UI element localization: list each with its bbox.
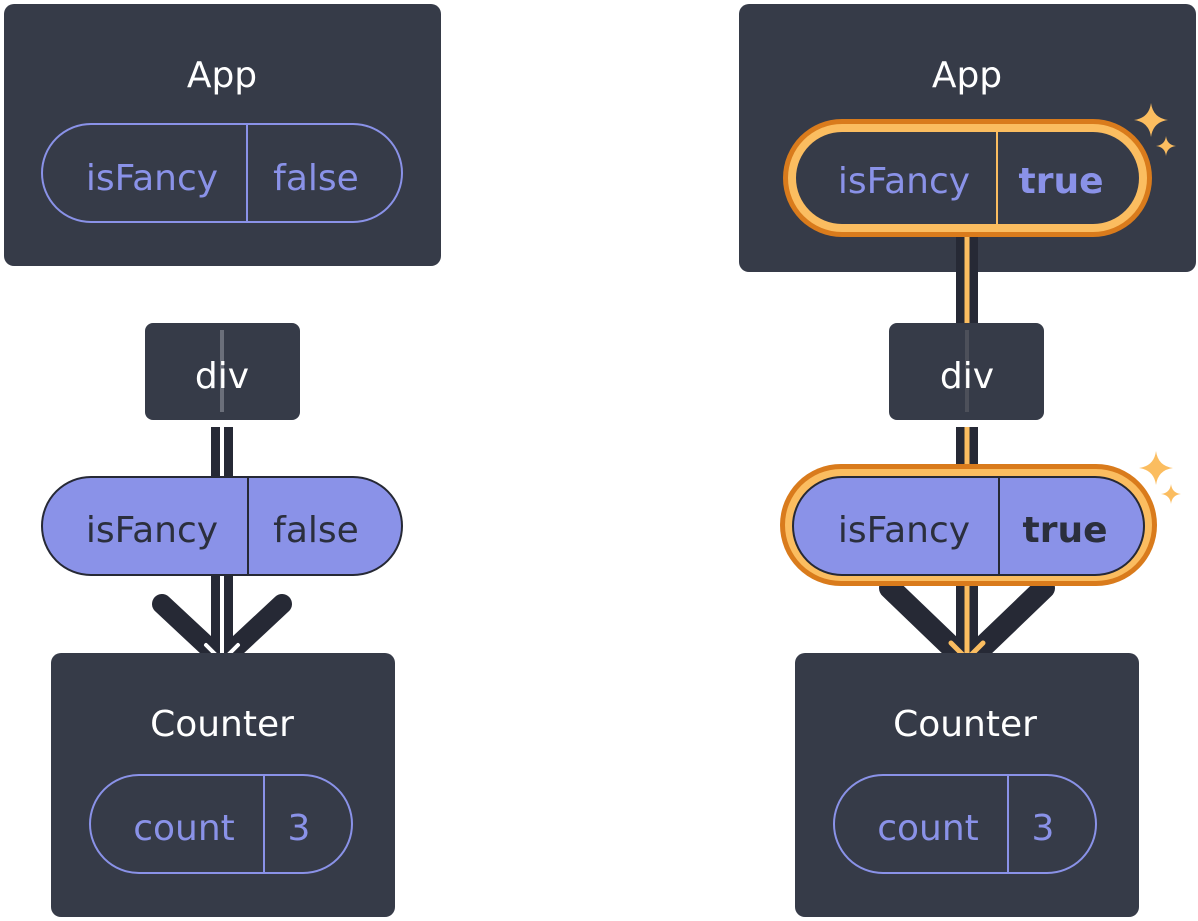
right-app-state-value: true <box>1018 161 1103 202</box>
right-tree: App isFancy true div <box>739 4 1196 917</box>
left-counter-state-pill: count 3 <box>89 774 353 874</box>
right-prop-name: isFancy <box>838 510 970 551</box>
left-app-box <box>4 4 441 266</box>
left-counter-state-name: count <box>133 808 235 849</box>
left-div-label: div <box>195 356 249 397</box>
left-arrow <box>152 572 292 670</box>
right-counter-title: Counter <box>893 704 1037 745</box>
right-app-connector <box>956 236 978 326</box>
left-counter-state-value: 3 <box>288 808 311 849</box>
left-app-state-value: false <box>273 158 359 199</box>
left-tree: App isFancy false div isFancy fal <box>4 4 441 917</box>
right-counter-box <box>795 653 1139 917</box>
right-counter-state-pill: count 3 <box>833 774 1097 874</box>
right-app-state-name: isFancy <box>838 161 970 202</box>
left-app-state-pill: isFancy false <box>41 123 403 223</box>
left-prop-pill: isFancy false <box>41 476 403 576</box>
left-prop-value: false <box>273 510 359 551</box>
left-div-connector <box>211 427 233 479</box>
right-app-state-pill: isFancy true <box>783 119 1152 237</box>
right-counter-state-value: 3 <box>1032 808 1055 849</box>
right-app-title: App <box>932 55 1002 96</box>
right-div-label: div <box>940 356 994 397</box>
right-app-sparkle-icon <box>1134 103 1176 156</box>
right-prop-sparkle-icon <box>1139 451 1181 504</box>
left-app-title: App <box>187 55 257 96</box>
left-app-state-name: isFancy <box>86 158 218 199</box>
left-counter-title: Counter <box>150 704 294 745</box>
left-prop-name: isFancy <box>86 510 218 551</box>
right-counter-state-name: count <box>877 808 979 849</box>
left-counter-box <box>51 653 395 917</box>
right-prop-pill: isFancy true <box>780 464 1157 586</box>
right-prop-value: true <box>1022 510 1107 551</box>
